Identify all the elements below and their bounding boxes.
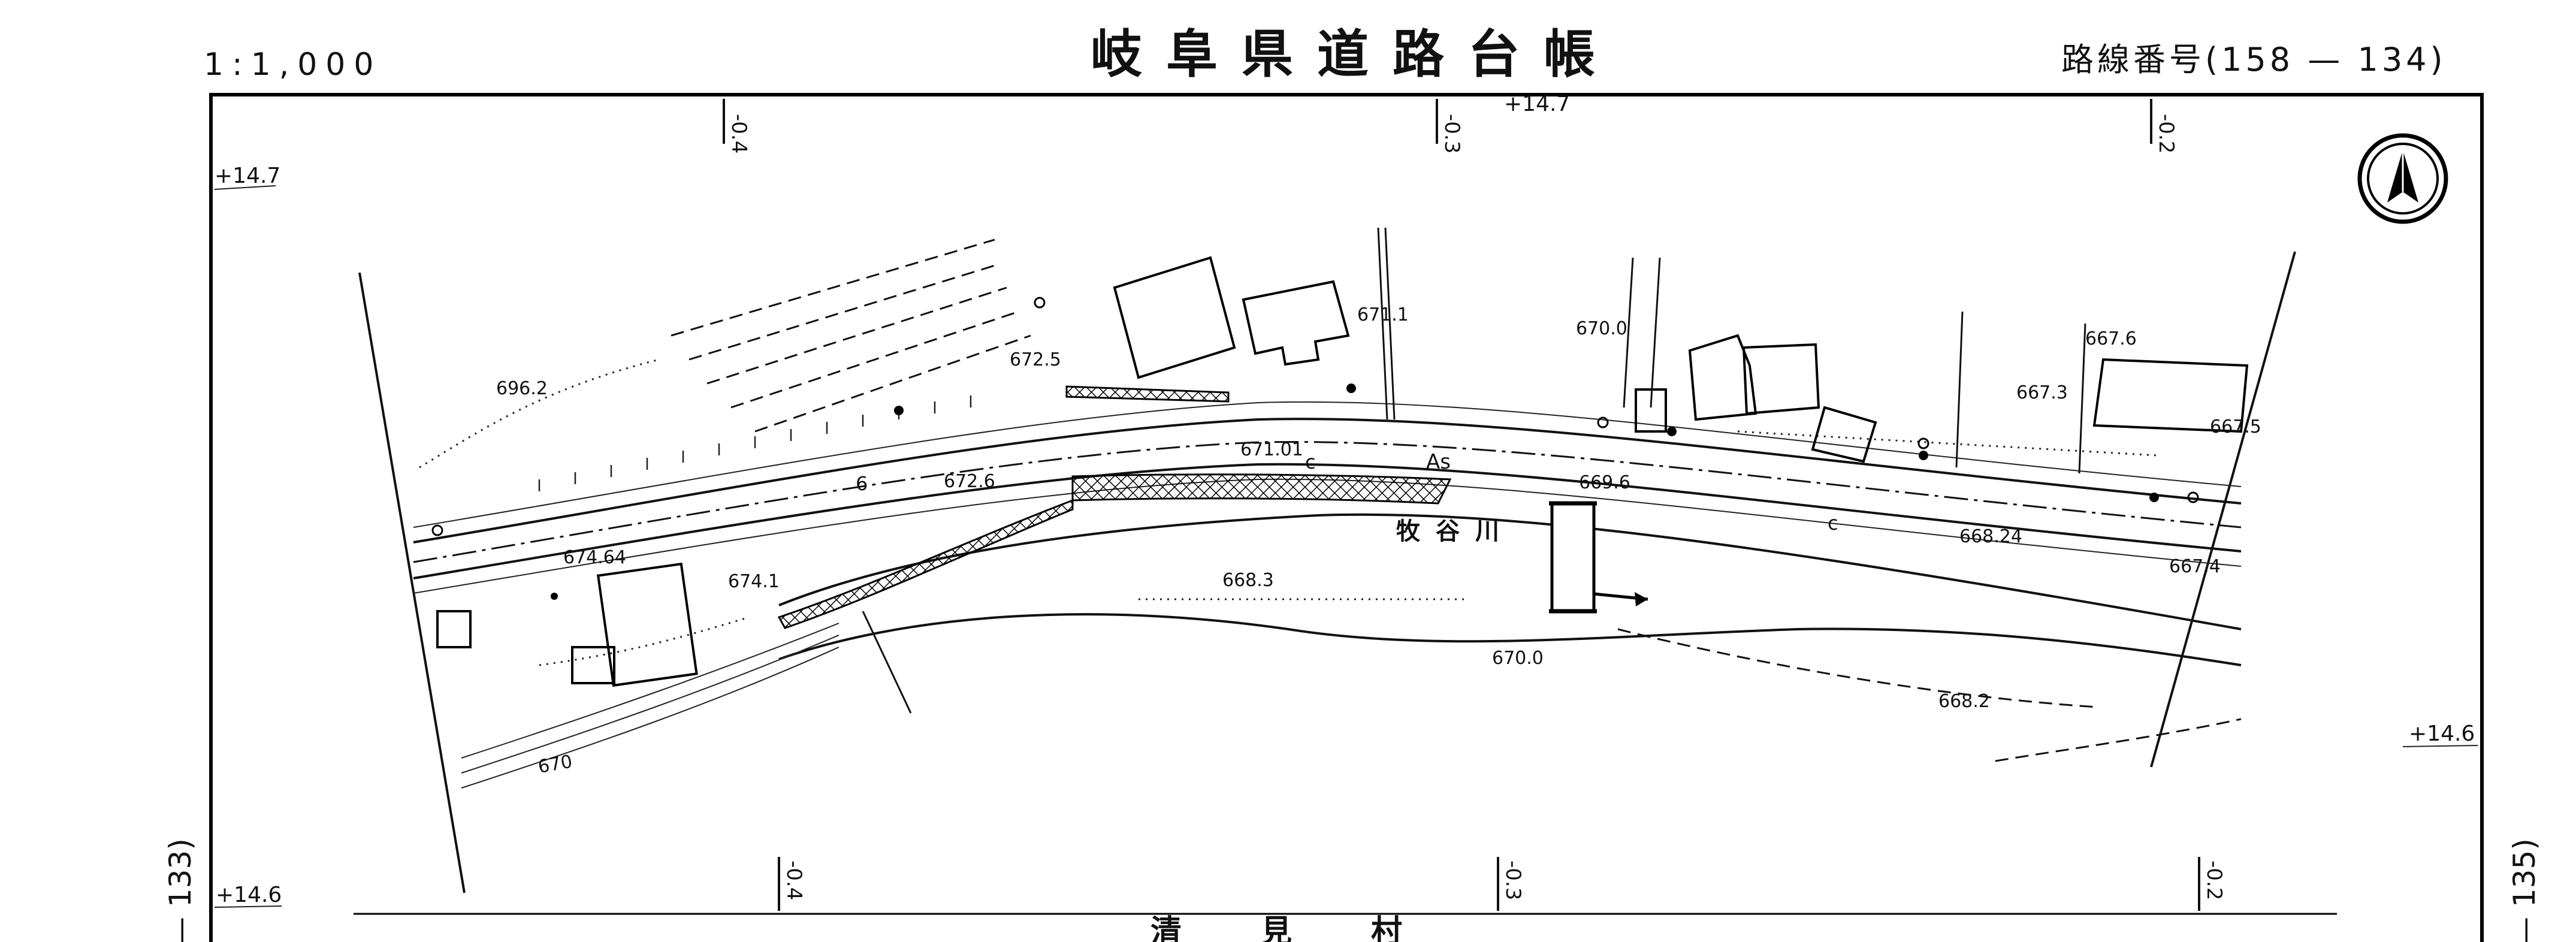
river-name: 牧谷川 xyxy=(1396,517,1515,545)
map-extent-left xyxy=(358,272,466,893)
village-name: 清 見 村 xyxy=(1150,913,1426,942)
elev-674-1: 674.1 xyxy=(728,571,780,592)
tick-top-3: -0.2 xyxy=(2154,114,2178,153)
elev-668-2: 668.2 xyxy=(1938,691,1990,712)
revetment-hatch-3 xyxy=(1065,385,1230,403)
property-lines xyxy=(419,358,2158,666)
bridge xyxy=(1549,501,1597,614)
station-ticks-bottom: -0.4 -0.3 -0.2 xyxy=(778,857,2226,911)
elev-667-4: 667.4 xyxy=(2169,556,2221,577)
elev-668-3: 668.3 xyxy=(1222,570,1274,591)
page-title: 岐阜県道路台帳 xyxy=(1091,25,1619,84)
scale-label: 1:1,000 xyxy=(204,47,382,83)
contour-670-label: 670 xyxy=(536,751,573,777)
buildings xyxy=(436,256,2249,687)
elev-670-0b: 670.0 xyxy=(1492,648,1544,669)
station-top-left: +14.7 xyxy=(215,164,280,188)
north-arrow-icon xyxy=(2357,133,2448,224)
elev-667-3: 667.3 xyxy=(2016,382,2068,403)
elev-671-1: 671.1 xyxy=(1357,304,1409,325)
elev-667-5: 667.5 xyxy=(2210,416,2261,437)
tick-top-1: -0.4 xyxy=(727,114,751,153)
elev-672-6: 672.6 xyxy=(944,471,995,492)
elev-696-2: 696.2 xyxy=(496,378,548,399)
tick-bottom-1: -0.4 xyxy=(782,861,806,900)
elev-669-6: 669.6 xyxy=(1579,472,1630,493)
contour-670 xyxy=(461,647,839,789)
adjacent-sheet-left: — 133) xyxy=(163,838,198,942)
map-extent-right xyxy=(2150,251,2296,768)
station-left-bottom: +14.6 xyxy=(216,883,282,907)
small-circles xyxy=(431,297,2199,536)
elev-672-5: 672.5 xyxy=(1010,349,1061,370)
elev-671-01: 671.01 xyxy=(1240,439,1303,460)
lot-boundaries xyxy=(671,238,2242,762)
elev-668-24: 668.24 xyxy=(1959,526,2022,547)
centerline-c1: c xyxy=(1305,451,1316,473)
point-markers xyxy=(551,384,2159,600)
revetment-hatch-2 xyxy=(777,499,1074,629)
centerline-c2: c xyxy=(1828,512,1838,535)
elev-674-64: 674.64 xyxy=(563,547,626,568)
pavement-type: As xyxy=(1426,450,1451,474)
tick-bottom-3: -0.2 xyxy=(2202,861,2226,900)
elevation-labels: 696.2 672.5 671.1 670.0 667.6 667.3 667.… xyxy=(496,304,2261,778)
map-frame xyxy=(209,93,2484,942)
tick-bottom-2: -0.3 xyxy=(1501,861,1525,900)
tick-top-2: -0.3 xyxy=(1440,114,1464,153)
station-top-center: +14.7 xyxy=(1504,92,1570,116)
boundary-lines xyxy=(862,227,2086,714)
road-width: 6 xyxy=(856,472,868,495)
adjacent-sheet-right: — 135) xyxy=(2507,838,2542,942)
station-ticks-top: -0.4 -0.3 -0.2 xyxy=(723,99,2178,153)
elev-670-0a: 670.0 xyxy=(1576,318,1627,339)
station-right-mid: +14.6 xyxy=(2409,721,2475,746)
route-number: 路線番号(158 — 134) xyxy=(2061,41,2447,78)
road xyxy=(413,401,2242,594)
elev-667-6: 667.6 xyxy=(2085,328,2137,349)
revetment-hatch-1 xyxy=(1071,473,1452,505)
